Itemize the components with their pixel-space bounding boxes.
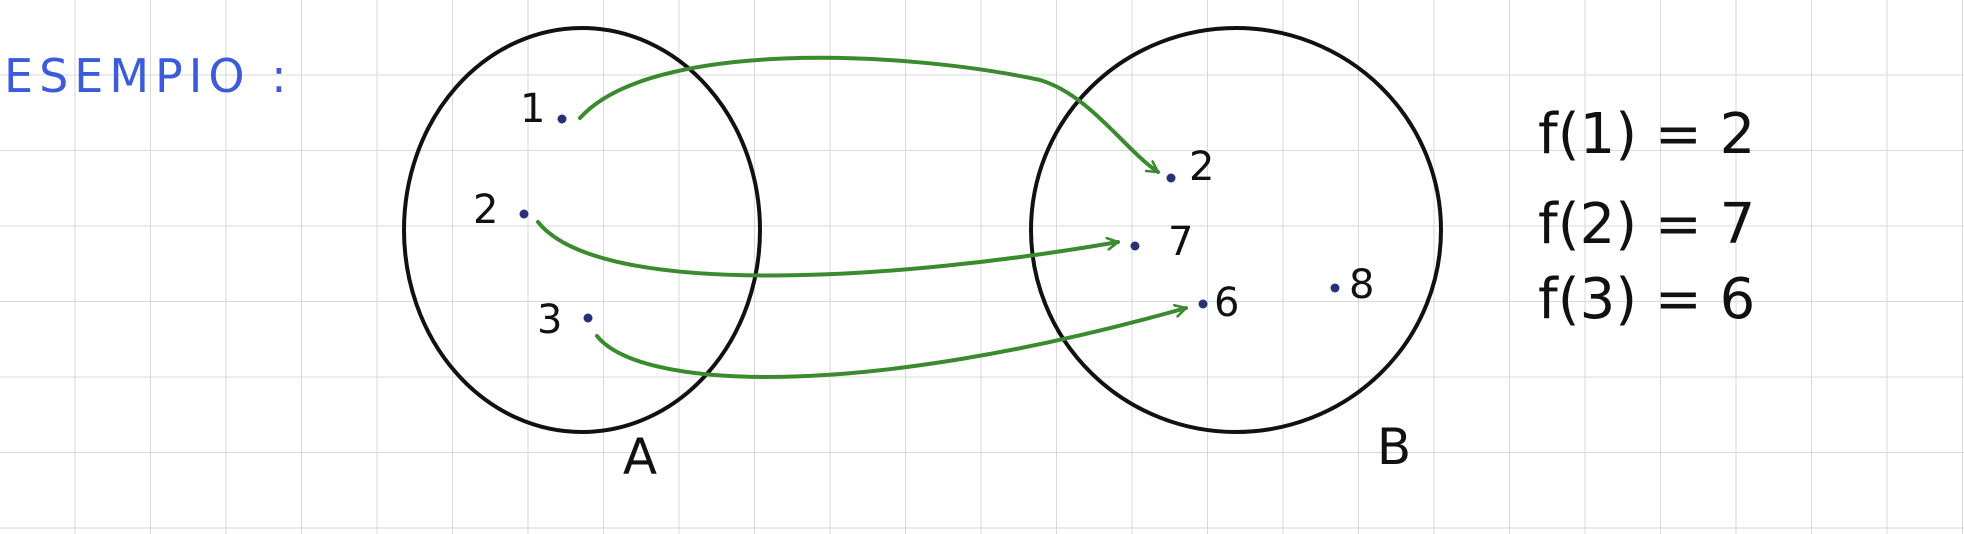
set-a-label: A: [623, 428, 657, 486]
equation-1: f(1) = 2: [1538, 102, 1755, 167]
arrow-3-to-6: [595, 308, 1188, 379]
set-a-circle: [402, 26, 762, 434]
set-b-point-8: [1330, 283, 1340, 293]
arrow-2-to-7: [536, 220, 1120, 278]
set-b-circle: [1029, 26, 1443, 434]
set-a-point-3: [583, 313, 593, 323]
set-b-point-2: [1166, 173, 1176, 183]
set-b-label: B: [1377, 418, 1411, 476]
equation-3: f(3) = 6: [1538, 267, 1755, 332]
set-b-element-7: 7: [1168, 219, 1193, 265]
equation-2: f(2) = 7: [1538, 192, 1755, 257]
set-b-point-6: [1198, 299, 1208, 309]
set-b-point-7: [1130, 241, 1140, 251]
set-b-element-2: 2: [1189, 144, 1214, 190]
set-a-point-1: [557, 114, 567, 124]
set-b-element-6: 6: [1214, 280, 1239, 326]
set-a-element-3: 3: [537, 297, 562, 343]
arrow-1-to-2: [578, 55, 1160, 174]
heading: ESEMPIO :: [4, 49, 293, 103]
set-a-point-2: [519, 209, 529, 219]
set-a-element-1: 1: [520, 86, 545, 132]
set-a-element-2: 2: [473, 187, 498, 233]
set-b-element-8: 8: [1349, 262, 1374, 308]
